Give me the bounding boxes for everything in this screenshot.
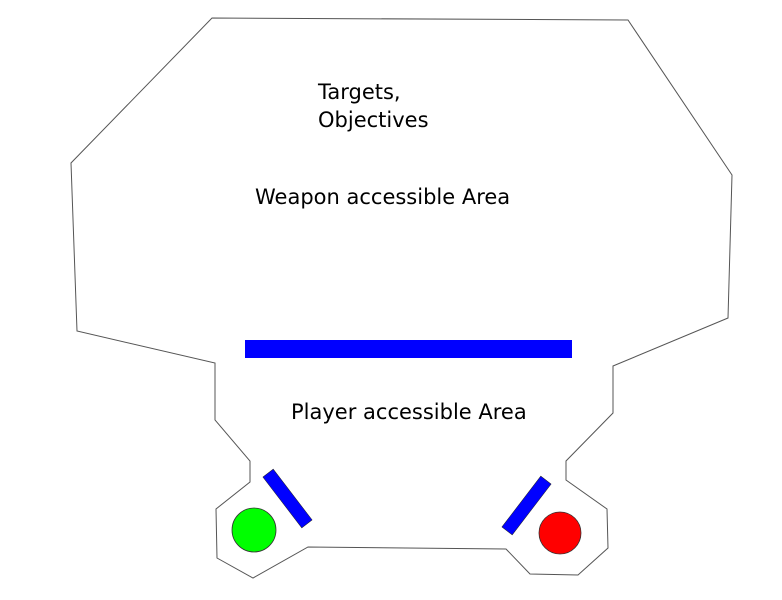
left-barrier xyxy=(262,468,313,529)
objectives-label: Objectives xyxy=(318,108,429,132)
right-barrier xyxy=(501,475,552,536)
targets-label: Targets, xyxy=(317,80,401,104)
arena-outline xyxy=(70,17,733,579)
red-player xyxy=(538,511,582,555)
green-player xyxy=(231,507,277,553)
main-barrier xyxy=(245,340,572,358)
weapon-area-label: Weapon accessible Area xyxy=(255,185,510,209)
player-area-label: Player accessible Area xyxy=(291,400,527,424)
